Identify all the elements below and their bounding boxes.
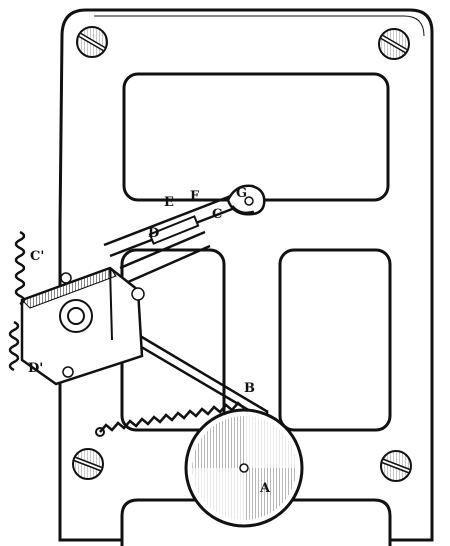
screw-head-icon [72, 448, 104, 480]
label-g: G [236, 186, 247, 201]
screw-head-icon [378, 28, 410, 60]
label-c: C [212, 207, 222, 222]
pivot-block [20, 266, 145, 386]
label-d-prime: D' [28, 361, 43, 376]
cam-wheel [226, 184, 266, 216]
label-c-prime: C' [30, 249, 44, 264]
label-e: E [164, 195, 174, 210]
screw-head-icon [76, 26, 108, 58]
upper-window [122, 72, 390, 202]
label-b: B [244, 381, 255, 396]
label-a: A [259, 481, 271, 496]
spring-coil-icon [8, 230, 26, 372]
right-window [278, 248, 392, 432]
label-d: D [148, 226, 159, 241]
label-f: F [190, 189, 200, 204]
upper-arm [103, 192, 241, 284]
screw-head-icon [380, 450, 412, 482]
dial-disc-icon [184, 408, 304, 528]
spring-coil-icon [95, 401, 245, 437]
